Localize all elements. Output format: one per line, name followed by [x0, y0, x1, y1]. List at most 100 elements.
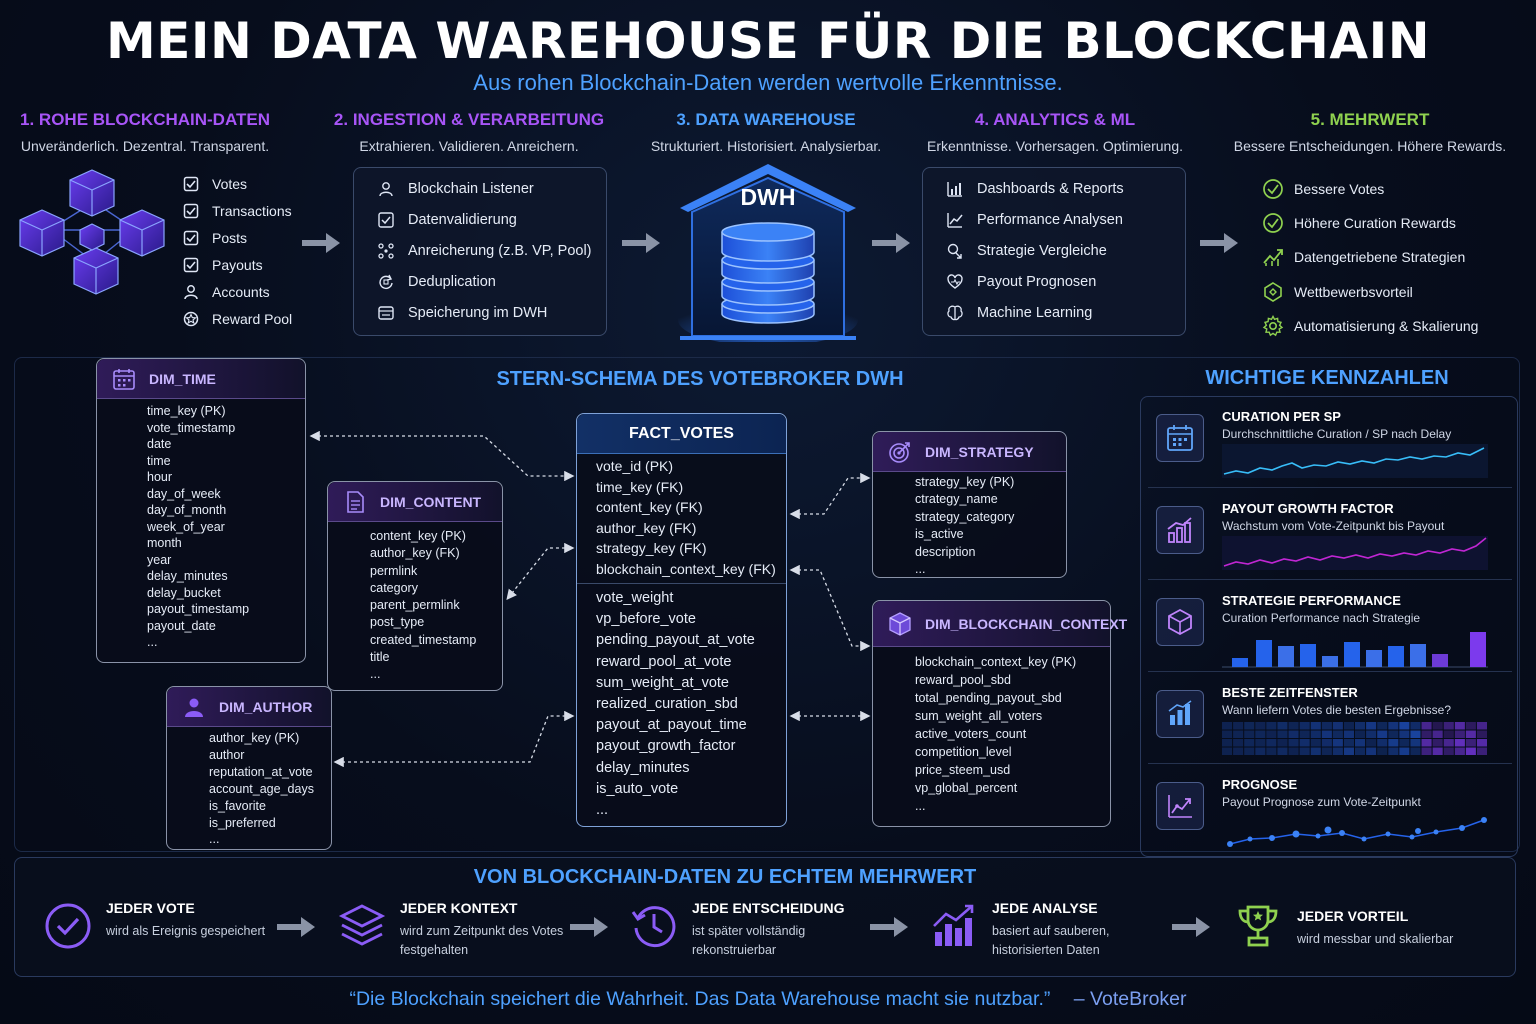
- bottom-title: VON BLOCKCHAIN-DATEN ZU ECHTEM MEHRWERT: [473, 866, 977, 888]
- heatmap-cell: [1377, 747, 1388, 755]
- heatmap-cell: [1443, 722, 1454, 730]
- kpi-forecast-line: [1227, 817, 1487, 847]
- heatmap-cell: [1332, 722, 1343, 730]
- measure-list: vote_weight vp_before_vote pending_payou…: [577, 586, 786, 821]
- value-item: Automatisierung & Skalierung: [1262, 309, 1478, 343]
- kpi-title-text: STRATEGIE PERFORMANCE: [1222, 593, 1401, 608]
- heatmap-cell: [1355, 722, 1366, 730]
- table-dim-time: DIM_TIME time_key (PK) vote_timestamp da…: [96, 358, 306, 663]
- table-name: DIM_CONTENT: [380, 493, 482, 510]
- step-2-title: 2. INGESTION & VERARBEITUNG: [333, 110, 605, 129]
- layers-icon: [338, 904, 386, 946]
- bars-icon: [1156, 690, 1204, 738]
- step-4-subtitle: Erkenntnisse. Vorhersagen. Optimierung.: [926, 138, 1184, 154]
- quote-text: “Die Blockchain speichert die Wahrheit. …: [349, 988, 1051, 1010]
- kpi-subtitle-text: Wachstum vom Vote-Zeitpunkt bis Payout: [1222, 519, 1445, 533]
- heatmap-cell: [1476, 747, 1487, 755]
- table-name: DIM_TIME: [149, 370, 216, 387]
- heatmap-cell: [1465, 730, 1476, 738]
- flow-arrow-icon: [302, 233, 340, 253]
- heatmap-cell: [1388, 747, 1399, 755]
- field: price_steem_usd: [915, 763, 1011, 777]
- heatmap-cell: [1288, 730, 1299, 738]
- heatmap-cell: [1299, 722, 1310, 730]
- field: content_key (FK): [596, 499, 703, 515]
- field: delay_bucket: [147, 585, 221, 600]
- heatmap-cell: [1432, 722, 1443, 730]
- bottom-step-analysis: JEDE ANALYSE basiert auf sauberen, histo…: [992, 900, 1110, 957]
- calendar-icon: [111, 366, 137, 392]
- heatmap-cell: [1266, 739, 1277, 747]
- heatmap-cell: [1277, 722, 1288, 730]
- raw-data-item-transactions: Transactions: [182, 197, 292, 224]
- dwh-label: DWH: [740, 184, 796, 210]
- heatmap-cell: [1310, 739, 1321, 747]
- heatmap-cell: [1332, 739, 1343, 747]
- kpi-card-prognose: PROGNOSE Payout Prognose zum Vote-Zeitpu…: [1148, 768, 1512, 856]
- table-header: DIM_AUTHOR: [167, 687, 331, 727]
- heatmap-cell: [1399, 739, 1410, 747]
- analytics-item: Strategie Vergleiche: [923, 235, 1185, 266]
- heatmap-cell: [1222, 722, 1233, 730]
- field: ctrategy_name: [915, 492, 998, 507]
- field: time_key (PK): [147, 404, 226, 418]
- field: realized_curation_sbd: [596, 696, 738, 713]
- heatmap-cell: [1222, 730, 1233, 738]
- ingestion-item: Datenvalidierung: [354, 204, 606, 235]
- heatmap-cell: [1310, 747, 1321, 755]
- heatmap-cell: [1465, 722, 1476, 730]
- heatmap-cell: [1421, 739, 1432, 747]
- kpi-card-payout-growth-factor: PAYOUT GROWTH FACTOR Wachstum vom Vote-Z…: [1148, 492, 1512, 580]
- heatmap-cell: [1255, 722, 1266, 730]
- heatmap-cell: [1432, 747, 1443, 755]
- heatmap-cell: [1355, 739, 1366, 747]
- step-1-header: 1. ROHE BLOCKCHAIN-DATEN Unveränderlich.…: [10, 110, 280, 154]
- value-item: Datengetriebene Strategien: [1262, 240, 1478, 274]
- heatmap-cell: [1454, 747, 1465, 755]
- field: strategy_category: [915, 509, 1015, 524]
- storage-icon: [376, 303, 396, 323]
- heatmap-cell: [1332, 747, 1343, 755]
- ingestion-item: Blockchain Listener: [354, 173, 606, 204]
- field: sum_weight_at_vote: [596, 674, 729, 691]
- field: ...: [596, 802, 609, 819]
- table-header: DIM_BLOCKCHAIN_CONTEXT: [873, 601, 1127, 647]
- bottom-step-context: JEDER KONTEXT wird zum Zeitpunkt des Vot…: [400, 900, 564, 957]
- heatmap-cell: [1454, 722, 1465, 730]
- table-name: DIM_AUTHOR: [219, 698, 313, 715]
- listener-icon: [376, 179, 396, 199]
- flow-arrow-icon: [1172, 917, 1210, 937]
- field: account_age_days: [209, 781, 314, 796]
- history-clock-icon: [631, 906, 676, 948]
- heatmap-cell: [1288, 722, 1299, 730]
- heatmap-cell: [1410, 730, 1421, 738]
- heatmap-cell: [1388, 739, 1399, 747]
- field: vote_weight: [596, 590, 674, 606]
- kpi-bar-chart: [1222, 632, 1488, 668]
- field: ...: [915, 799, 926, 813]
- field: is_favorite: [209, 798, 266, 813]
- heatmap-cell: [1476, 722, 1487, 730]
- flow-arrow-icon: [277, 917, 315, 937]
- enrich-icon: [376, 241, 396, 261]
- puzzle-icon: [1262, 281, 1284, 303]
- bar-chart-icon: [945, 179, 965, 199]
- database-icon: [721, 222, 815, 324]
- kpi-subtitle-text: Curation Performance nach Strategie: [1222, 611, 1421, 625]
- heatmap-cell: [1244, 739, 1255, 747]
- kpi-title-text: CURATION PER SP: [1222, 409, 1341, 424]
- field: is_auto_vote: [596, 780, 679, 797]
- coin-icon: [182, 310, 200, 328]
- raw-data-item-accounts: Accounts: [182, 278, 292, 305]
- quote-author: – VoteBroker: [1073, 988, 1187, 1010]
- heatmap-cell: [1321, 747, 1332, 755]
- field: vp_before_vote: [596, 611, 696, 628]
- raw-data-list: Votes Transactions Posts Payouts Account…: [182, 170, 292, 332]
- table-dim-blockchain-context: DIM_BLOCKCHAIN_CONTEXT blockchain_contex…: [872, 600, 1127, 827]
- field: blockchain_context_key (FK): [596, 560, 776, 577]
- heatmap-cell: [1343, 739, 1354, 747]
- field-list: time_key (PK) vote_timestamp date time h…: [97, 399, 305, 651]
- schema-title: STERN-SCHEMA DES VOTEBROKER DWH: [496, 368, 904, 390]
- kpi-subtitle-text: Payout Prognose zum Vote-Zeitpunkt: [1222, 795, 1421, 809]
- heatmap-cell: [1277, 739, 1288, 747]
